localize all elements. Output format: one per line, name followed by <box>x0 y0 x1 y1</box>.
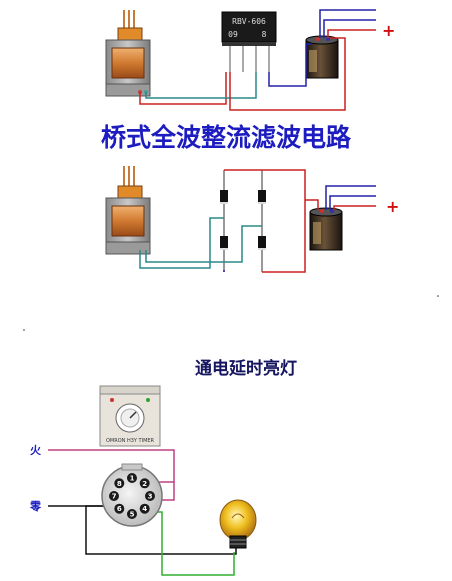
socket-pin-label: 6 <box>117 505 122 513</box>
socket-pin <box>127 509 137 519</box>
timer-brand-label: OMRON H3Y TIMER <box>106 438 155 444</box>
bridge-part-label: RBV-606 <box>232 17 266 26</box>
live-wire-label: 火 <box>30 444 42 457</box>
plus-terminal-label-top: + <box>382 21 395 40</box>
socket-pin <box>109 491 119 501</box>
socket-pin-label: 3 <box>148 493 153 501</box>
socket-pin <box>114 478 125 489</box>
socket-pin <box>145 491 155 501</box>
bridge-rectifier-icon: RBV-606 09 8 <box>221 11 277 72</box>
diode-bridge-icon <box>220 170 266 272</box>
speck-dot <box>23 329 25 331</box>
bridge-sub-label-right: 8 <box>262 30 267 39</box>
main-title: 桥式全波整流滤波电路 <box>101 123 352 152</box>
socket-pin-label: 7 <box>112 493 117 501</box>
bridge-rectifier-diagram-discrete: + <box>105 166 399 273</box>
capacitor-icon <box>309 207 343 251</box>
socket-pin-label: 1 <box>130 475 135 483</box>
speck-dot <box>437 295 439 297</box>
bridge-sub-label-left: 09 <box>228 30 238 39</box>
wires-top <box>139 9 376 111</box>
socket-pin-label: 8 <box>117 480 122 488</box>
capacitor-icon <box>305 35 339 79</box>
wires-discrete <box>139 169 376 273</box>
transformer-icon <box>105 10 151 97</box>
socket-pin-label: 5 <box>130 511 135 519</box>
socket-pin-label: 4 <box>142 505 147 513</box>
socket-pin <box>127 473 137 483</box>
socket-pin-label: 2 <box>142 480 147 488</box>
neutral-wire-label: 零 <box>29 500 42 513</box>
section-title-delay-lamp: 通电延时亮灯 <box>195 358 297 379</box>
bridge-rectifier-diagram-top: RBV-606 09 8 + <box>105 9 395 111</box>
socket-pin <box>139 478 150 489</box>
socket-pin <box>139 503 150 514</box>
plus-terminal-label-bottom: + <box>386 197 399 216</box>
timer-relay-icon: OMRON H3Y TIMER <box>99 385 161 447</box>
light-bulb-icon <box>219 499 257 549</box>
socket-pin <box>114 503 125 514</box>
transformer-icon <box>105 166 151 255</box>
